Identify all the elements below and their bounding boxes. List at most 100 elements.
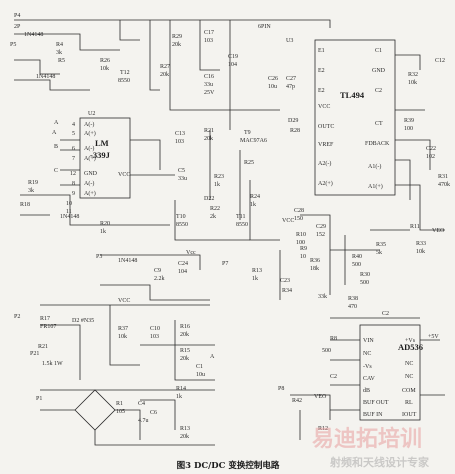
conn-p4: P4 — [14, 13, 20, 19]
lm339-pinnum-1: 5 — [72, 131, 75, 137]
label-c1: C1 — [196, 364, 203, 370]
ad536-pin-iout: IOUT — [402, 412, 417, 418]
lm339-pin-0: A(-) — [84, 121, 94, 128]
label-t9: T9 — [244, 130, 251, 136]
ad536-pin-db: dB — [363, 388, 370, 394]
lm339-pinnum-3: 7 — [72, 156, 75, 162]
value-2-2k: 2.2k — [154, 276, 165, 282]
value-1n4148-b: 1N4148 — [36, 74, 55, 80]
lm339-pinnum-5: 8 — [72, 181, 75, 187]
lm339-vcc: VCC — [118, 172, 130, 178]
watermark-main: 易迪拓培训 — [312, 426, 422, 452]
label-r39: R39 — [404, 118, 414, 124]
label-r35: R35 — [376, 242, 386, 248]
lm339-name-b: -339J — [90, 150, 111, 160]
tl494-pin-a1-minus: A1(-) — [368, 163, 381, 170]
ad536-pin-vin: VIN — [363, 338, 374, 344]
value-veo-a: VEO — [432, 228, 445, 234]
tl494-pin-e2a: E2 — [318, 68, 325, 74]
value-4-7u: 4.7u — [138, 418, 149, 424]
value-105: 105 — [116, 409, 125, 415]
value-10k-d: 10k — [118, 334, 127, 340]
conn-p1: P1 — [36, 396, 42, 402]
ad536-pin-nc: NC — [363, 351, 371, 357]
value-1k-e: 1k — [176, 394, 182, 400]
value-20k-a: 20k — [172, 42, 181, 48]
label-r42: R42 — [292, 398, 302, 404]
lm339-pin-5: A(-) — [84, 180, 94, 187]
value-1k-b: 1k — [250, 202, 256, 208]
lm339-pin-6: A(+) — [84, 190, 96, 197]
lm339-pin-1: A(+) — [84, 130, 96, 137]
value-fr107: FR107 — [40, 324, 56, 330]
label-c16: C16 — [204, 74, 214, 80]
value-vcc-c: Vcc — [186, 250, 196, 256]
value-20k-d: 20k — [180, 332, 189, 338]
label-r29: R29 — [172, 34, 182, 40]
wires — [14, 19, 445, 446]
value-10k-a: 10k — [100, 66, 109, 72]
tl494-pin-a1-plus: A1(+) — [368, 183, 383, 190]
label-r25: R25 — [244, 160, 254, 166]
label-r36: R36 — [310, 258, 320, 264]
figure-caption: 图3 DC/DC 变换控制电路 — [177, 460, 280, 471]
label-r13b: R13 — [180, 426, 190, 432]
ad536-pin-nc3: NC — [405, 374, 413, 380]
value-18k: 18k — [310, 266, 319, 272]
lm339-pinnum-6: 9 — [72, 191, 75, 197]
label-c17: C17 — [204, 30, 214, 36]
label-r21: R21 — [204, 128, 214, 134]
label-r18: R18 — [20, 202, 30, 208]
label-r26: R26 — [100, 58, 110, 64]
tl494-pin-a2-plus: A2(+) — [318, 180, 333, 187]
value-470k: 470k — [438, 182, 450, 188]
tl494-pin-a2-minus: A2(-) — [318, 160, 331, 167]
value-1k-a: 1k — [214, 182, 220, 188]
value-1-5k-1w: 1.5k 1W — [42, 361, 63, 367]
label-r14: R14 — [176, 386, 186, 392]
tl494-pin-vref: VREF — [318, 142, 334, 148]
value-10u: 10u — [268, 84, 277, 90]
value-500-a: 500 — [352, 262, 361, 268]
tl494-pin-gnd: GND — [372, 68, 386, 74]
value-8550-c: 8550 — [236, 222, 248, 228]
label-c26: C26 — [268, 76, 278, 82]
lm339-group-c: C — [54, 168, 58, 174]
label-r1: R1 — [116, 401, 123, 407]
value-10u-b: 10u — [196, 372, 205, 378]
lm339-pinnum-2: 6 — [72, 146, 75, 152]
label-c28: C28 — [294, 208, 304, 214]
value-1k-d: 1k — [252, 276, 258, 282]
label-c9: C9 — [154, 268, 161, 274]
label-c23: C23 — [280, 278, 290, 284]
conn-p7: P7 — [222, 261, 228, 267]
value-mac97a6: MAC97A6 — [240, 138, 267, 144]
conn-p2: P2 — [14, 314, 20, 320]
label-r15: R15 — [180, 348, 190, 354]
tl494-pin-c1: C1 — [375, 48, 382, 54]
component-labels: R29 R27 C17 C16 C19 R26 T12 R4 R5 C26 C2… — [20, 30, 448, 432]
value-10k-b: 10k — [416, 249, 425, 255]
conn-p21: P21 — [30, 351, 39, 357]
tl494-pin-outc: OUTC — [318, 124, 334, 130]
label-c2b: C2 — [330, 374, 337, 380]
label-r16: R16 — [180, 324, 190, 330]
value-103-b: 103 — [175, 139, 184, 145]
value-20k-e: 20k — [180, 356, 189, 362]
label-r22: R22 — [210, 206, 220, 212]
label-r9: R9 — [300, 246, 307, 252]
value-labels: 2P 1N4148 1N4148 1N4148 1N4148 8550 8550… — [14, 24, 450, 440]
tl494-pin-ct: CT — [375, 121, 383, 127]
conn-p5: P5 — [10, 42, 16, 48]
watermark-logo: 易迪拓培训 射频和天线设计专家 — [312, 426, 430, 469]
value-150: 150 — [294, 216, 303, 222]
lm339-pinnum-0: 4 — [72, 122, 75, 128]
watermark-sub: 射频和天线设计专家 — [329, 455, 430, 469]
label-r32: R32 — [408, 72, 418, 78]
value-100-a: 100 — [404, 126, 413, 132]
value-vcc-a: VCC — [118, 298, 130, 304]
label-c4: C4 — [138, 401, 145, 407]
value-2p-a: 2P — [14, 24, 21, 30]
value-10: 10 — [300, 254, 306, 260]
